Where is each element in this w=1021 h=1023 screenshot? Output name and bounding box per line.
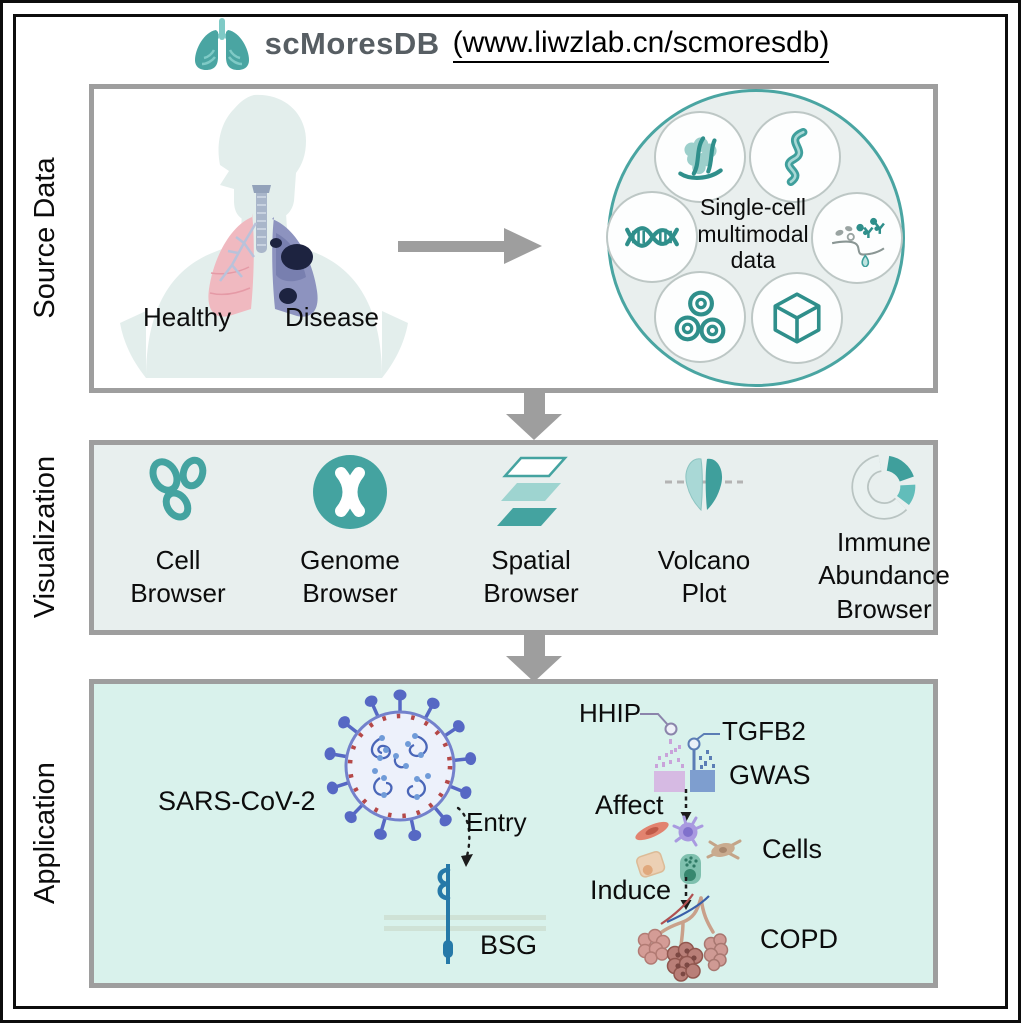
viz-item-spatial-browser[interactable]: Spatial Browser — [441, 452, 621, 611]
arrow-down-icon — [524, 634, 545, 657]
viz-label-spatial-browser: Spatial Browser — [483, 545, 579, 609]
arrow-right-icon — [398, 241, 505, 252]
application-label: Application — [28, 762, 61, 904]
viz-item-genome-browser[interactable]: Genome Browser — [260, 452, 440, 611]
cells-label: Cells — [762, 834, 823, 864]
viz-label-cell-browser: Cell Browser — [130, 545, 226, 609]
viz-label-immune-abundance: Immune Abundance Browser — [818, 527, 950, 624]
viz-item-cell-browser[interactable]: Cell Browser — [88, 452, 268, 611]
rna-ribbon-icon — [784, 128, 808, 186]
multimodal-data-text: Single-cell multimodal data — [697, 194, 809, 274]
bsg-label: BSG — [480, 930, 538, 960]
arrow-down-icon — [524, 392, 545, 415]
visualization-label: Visualization — [28, 455, 61, 619]
dna-icon — [625, 226, 679, 248]
protein-icon — [678, 136, 723, 180]
figure-frame — [13, 14, 1008, 1009]
entry-label: Entry — [466, 807, 527, 837]
header: scMoresDB (www.liwzlab.cn/scmoresdb) — [3, 16, 1018, 72]
viz-label-genome-browser: Genome Browser — [300, 545, 400, 609]
copd-label: COPD — [760, 924, 839, 954]
healthy-label: Healthy — [143, 302, 232, 332]
hhip-lollipop-icon — [664, 722, 678, 736]
application-box — [89, 679, 938, 988]
tgfb2-label: TGFB2 — [722, 716, 806, 746]
modality-dna — [606, 191, 698, 283]
immune-abundance-icon — [851, 454, 916, 520]
viz-item-volcano-plot[interactable]: Volcano Plot — [614, 452, 794, 611]
arrow-down-head — [506, 656, 562, 682]
gwas-lollipop-icon — [640, 713, 720, 792]
human-silhouette-icon — [120, 94, 408, 378]
gwas-label: GWAS — [729, 760, 811, 790]
genome-browser-icon — [313, 455, 387, 529]
sars-cov-2-virion-icon — [324, 689, 477, 841]
source-data-label: Source Data — [28, 157, 61, 319]
cell-types-icon — [635, 815, 742, 884]
entry-arrow-icon — [456, 806, 473, 867]
sars-cov-2-label: SARS-CoV-2 — [158, 786, 316, 816]
application-content: SARS-CoV-2 — [89, 679, 938, 988]
affect-arrow-icon — [680, 789, 692, 822]
modality-rna — [749, 111, 841, 203]
bsg-receptor-icon — [384, 864, 546, 964]
alveoli-copd-icon — [637, 893, 729, 982]
tgfb2-lollipop-icon — [687, 737, 701, 751]
lungs-icon — [194, 18, 249, 70]
arrow-right-head — [504, 228, 542, 264]
surface-protein-icon — [831, 217, 885, 267]
disease-label: Disease — [285, 302, 379, 332]
cells-trio-icon — [674, 290, 726, 344]
modality-protein — [654, 111, 746, 203]
induce-label: Induce — [590, 875, 672, 905]
visualization-content: Cell Browser Genome Browser — [88, 440, 950, 635]
spatial-browser-icon — [497, 456, 568, 526]
source-data-content: Healthy Disease — [89, 84, 938, 393]
modality-cube — [751, 272, 843, 364]
modality-cells — [654, 271, 746, 363]
modality-surface-protein — [811, 192, 903, 284]
app-url-link[interactable]: (www.liwzlab.cn/scmoresdb) — [452, 26, 830, 63]
affect-label: Affect — [595, 790, 664, 820]
app-title: scMoresDB — [264, 26, 440, 61]
viz-label-volcano-plot: Volcano Plot — [657, 545, 751, 609]
arrow-down-head — [506, 414, 562, 440]
hhip-label: HHIP — [579, 698, 642, 728]
cell-browser-icon — [149, 456, 207, 521]
volcano-plot-icon — [665, 458, 743, 512]
viz-item-immune-abundance[interactable]: Immune Abundance Browser — [794, 450, 974, 626]
cube-icon — [773, 292, 821, 344]
induce-arrow-icon — [680, 877, 692, 910]
